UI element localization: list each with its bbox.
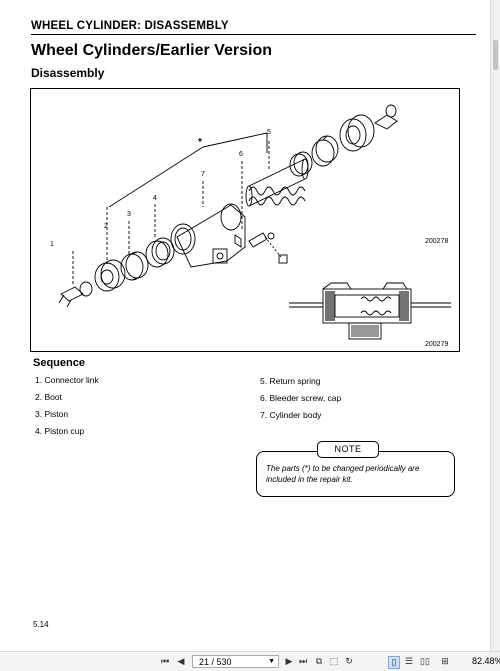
vertical-scrollbar[interactable]: [490, 0, 500, 651]
continuous-view-icon[interactable]: ☰: [404, 656, 414, 666]
callout-5: 5: [267, 129, 271, 136]
figure-ref-bottom: 200279: [425, 341, 449, 348]
callout-3: 3: [127, 211, 131, 218]
next-page-icon[interactable]: ▶: [285, 656, 293, 666]
note-text: The parts (*) to be changed periodically…: [266, 464, 420, 484]
grid-view-icon[interactable]: ⊞: [441, 656, 449, 666]
sequence-item: 3. Piston: [35, 409, 69, 419]
figure-ref-top: 200278: [425, 238, 449, 245]
sequence-item: 7. Cylinder body: [260, 410, 322, 420]
zoom-level[interactable]: 82.48%: [472, 656, 500, 666]
single-page-view-icon[interactable]: ▯: [388, 656, 400, 669]
viewer-toolbar: ⏮ ◀ 21 / 530 ▼ ▶ ⏭ ⧉ ⬚ ↻ ▯ ☰ ▯▯ ⊞ 82.48%: [0, 651, 500, 671]
callout-7: 7: [201, 171, 205, 178]
two-page-view-icon[interactable]: ▯▯: [420, 656, 430, 666]
sequence-item: 5. Return spring: [260, 376, 321, 386]
callout-1: 1: [50, 241, 54, 248]
chevron-down-icon[interactable]: ▼: [268, 658, 275, 665]
sequence-item: 4. Piston cup: [35, 426, 85, 436]
page-number: 5.14: [33, 620, 49, 629]
fit-page-icon[interactable]: ⧉: [315, 656, 323, 666]
document-page: WHEEL CYLINDER: DISASSEMBLY Wheel Cylind…: [30, 18, 476, 629]
callout-4: 4: [153, 195, 157, 202]
callout-2: 2: [104, 223, 108, 230]
scrollbar-thumb[interactable]: [493, 40, 498, 70]
page-title: Wheel Cylinders/Earlier Version: [31, 42, 272, 59]
page-subtitle: Disassembly: [31, 66, 105, 80]
repair-kit-star: *: [198, 137, 202, 148]
page-field-value: 21 / 530: [199, 657, 232, 667]
wheel-cylinder-drawing: [58, 104, 451, 340]
sequence-title: Sequence: [33, 357, 85, 369]
callout-6: 6: [239, 151, 243, 158]
section-title: WHEEL CYLINDER: DISASSEMBLY: [31, 20, 229, 32]
last-page-icon[interactable]: ⏭: [298, 656, 308, 666]
previous-page-icon[interactable]: ◀: [177, 656, 185, 666]
note-label: NOTE: [317, 441, 379, 458]
sequence-item: 1. Connector link: [35, 375, 99, 385]
fit-width-icon[interactable]: ⬚: [329, 656, 339, 666]
exploded-view-figure: 1 2 3 4 5 6 7 * 200278 200279: [30, 88, 460, 352]
rotate-icon[interactable]: ↻: [345, 656, 353, 666]
section-header: WHEEL CYLINDER: DISASSEMBLY: [31, 18, 476, 35]
sequence-item: 2. Boot: [35, 392, 62, 402]
page-number-field[interactable]: 21 / 530 ▼: [192, 655, 279, 668]
sequence-item: 6. Bleeder screw, cap: [260, 393, 342, 403]
first-page-icon[interactable]: ⏮: [160, 656, 170, 666]
